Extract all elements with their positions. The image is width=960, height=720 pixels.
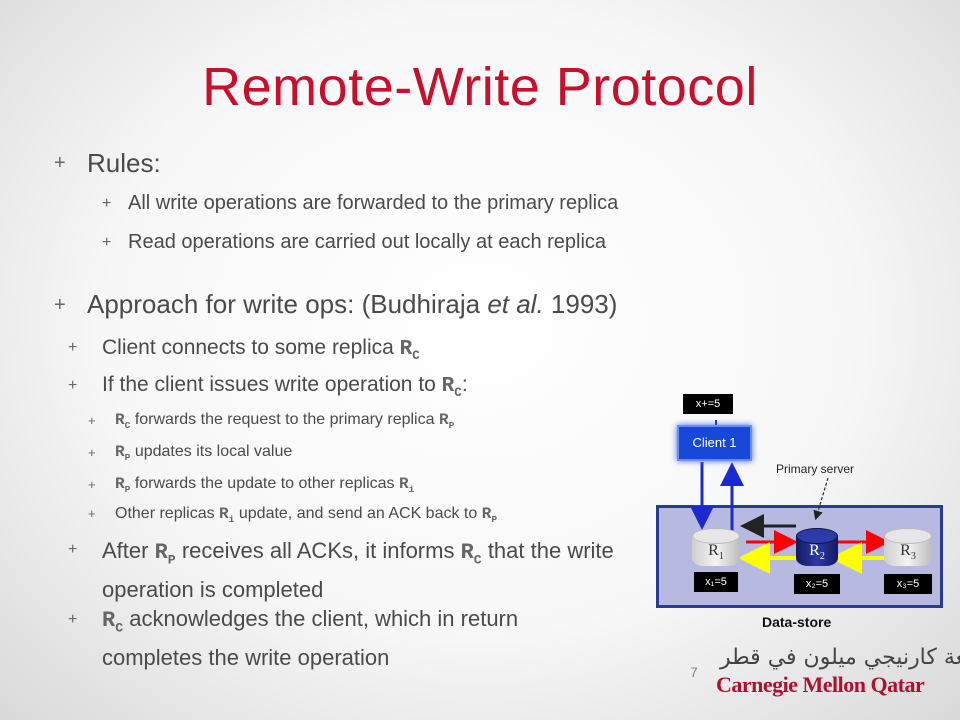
symbol-rc: RC	[399, 338, 420, 364]
slide-title: Remote-Write Protocol	[202, 57, 758, 117]
logo-english: Carnegie Mellon Qatar	[716, 672, 925, 697]
bullet-icon: +	[88, 506, 96, 521]
symbol-rc: RC	[441, 375, 462, 401]
symbol-ri: Ri	[219, 505, 235, 526]
bullet-icon: +	[68, 377, 78, 394]
approach-item-3: After RP receives all ACKs, it informs R…	[102, 538, 614, 603]
replica-r1-name: R1	[708, 542, 724, 563]
symbol-rp: RP	[115, 443, 131, 464]
bullet-icon: +	[54, 152, 66, 174]
approach-item-4: RC acknowledges the client, which in ret…	[102, 606, 519, 671]
rule-item-2: Read operations are carried out locally …	[128, 231, 607, 253]
approach-item-2: If the client issues write operation to …	[102, 373, 468, 401]
symbol-rp: RP	[115, 475, 131, 496]
symbol-rc: RC	[115, 411, 131, 432]
replica-r2-name: R2	[809, 542, 825, 563]
diagram-arrows	[690, 420, 890, 574]
approach-heading: Approach for write ops: (Budhiraja et al…	[87, 289, 618, 319]
replica-r1: R1	[692, 528, 740, 568]
page-number: 7	[690, 664, 698, 680]
logo-arabic: جامعة كارنيجي ميلون في قطر	[720, 645, 960, 670]
symbol-rp: RP	[154, 540, 176, 568]
rule-item-1: All write operations are forwarded to th…	[128, 192, 619, 214]
client-node: Client 1	[677, 425, 752, 461]
datastore-label: Data-store	[762, 614, 832, 630]
bullet-icon: +	[88, 413, 96, 428]
bullet-icon: +	[68, 339, 78, 356]
bullet-icon: +	[68, 611, 78, 628]
bullet-icon: +	[102, 195, 112, 212]
symbol-rc: RC	[102, 608, 124, 636]
bullet-icon: +	[88, 445, 96, 460]
bullet-icon: +	[102, 234, 112, 251]
replica-r3: R3	[884, 528, 932, 568]
replica-r1-value: x₁=5	[694, 572, 738, 592]
symbol-rc: RC	[460, 540, 482, 568]
approach-item-1: Client connects to some replica RC	[102, 336, 420, 364]
approach-sub-2: RP updates its local value	[115, 443, 293, 464]
replica-r3-name: R3	[900, 542, 916, 563]
bullet-icon: +	[68, 541, 78, 558]
replica-r3-value: x₃=5	[884, 574, 932, 594]
bullet-icon: +	[54, 294, 66, 316]
replica-r2-primary: R2	[796, 528, 838, 568]
approach-sub-3: RP forwards the update to other replicas…	[115, 475, 415, 496]
symbol-ri: Ri	[398, 475, 415, 496]
symbol-rp: RP	[438, 411, 455, 432]
primary-pointer	[813, 477, 829, 521]
write-op-label: x+=5	[683, 394, 733, 414]
rules-heading: Rules:	[87, 148, 161, 178]
approach-sub-1: RC forwards the request to the primary r…	[115, 411, 455, 432]
bullet-icon: +	[88, 477, 96, 492]
approach-sub-4: Other replicas Ri update, and send an AC…	[115, 505, 498, 526]
symbol-rp: RP	[481, 505, 498, 526]
primary-server-label: Primary server	[776, 462, 855, 476]
replica-r2-value: x₂=5	[794, 574, 840, 594]
